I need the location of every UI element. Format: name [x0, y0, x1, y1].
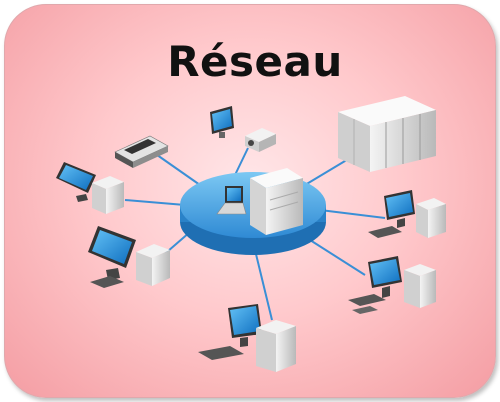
link-projector [234, 147, 249, 176]
page-title: Réseau [167, 37, 343, 86]
laptop-icon [216, 186, 247, 215]
scanner-icon [114, 135, 169, 168]
link-desktop-left-top [124, 199, 186, 206]
link-desktop-bottom [254, 249, 273, 321]
projector-icon [210, 106, 276, 152]
desktop-computer-icon [56, 162, 124, 214]
link-desktop-right-bottom [309, 239, 366, 276]
desktop-computer-icon [88, 226, 170, 288]
desktop-computer-icon [198, 304, 296, 372]
desktop-computer-icon [368, 190, 446, 238]
desktop-computer-icon [348, 256, 436, 314]
server-rack-icon [338, 96, 436, 172]
server-icon [250, 168, 303, 235]
link-desktop-right-top [319, 209, 386, 219]
